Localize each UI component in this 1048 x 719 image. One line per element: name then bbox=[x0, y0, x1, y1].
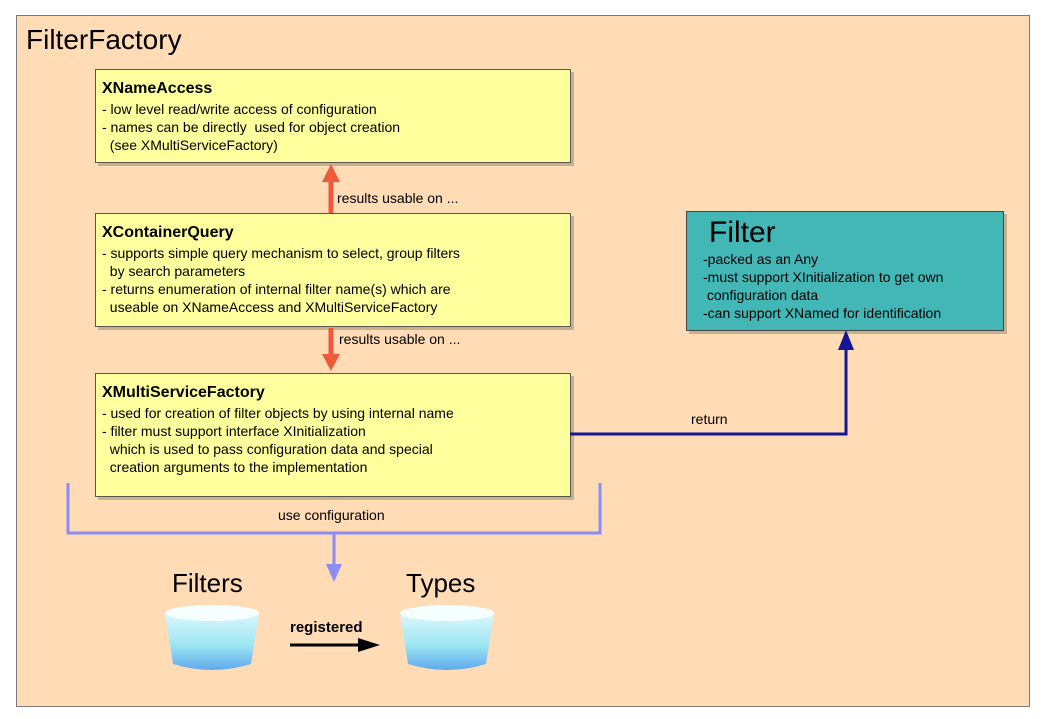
xmultiservicefactory-line: creation arguments to the implementation bbox=[102, 459, 368, 475]
frame-title: FilterFactory bbox=[26, 24, 182, 55]
registered-arrow bbox=[290, 638, 380, 652]
return-arrow bbox=[570, 330, 854, 436]
types-store-label: Types bbox=[406, 568, 476, 598]
filters-store-label: Filters bbox=[172, 568, 243, 598]
xcontainerquery-line: useable on XNameAccess and XMultiService… bbox=[102, 299, 438, 315]
filter-line: -packed as an Any bbox=[703, 251, 819, 267]
xcontainerquery-line: by search parameters bbox=[102, 263, 246, 279]
return-label: return bbox=[691, 411, 728, 427]
results-usable-label-upper: results usable on ... bbox=[337, 190, 459, 206]
filter-line: -must support XInitialization to get own bbox=[703, 269, 944, 285]
xcontainerquery-box: XContainerQuery - supports simple query … bbox=[95, 213, 571, 327]
use-configuration-label: use configuration bbox=[278, 507, 385, 523]
configuration-bracket bbox=[66, 483, 602, 582]
xcontainerquery-line: - returns enumeration of internal filter… bbox=[102, 281, 451, 297]
filter-line: -can support XNamed for identification bbox=[703, 305, 942, 321]
xmultiservicefactory-line: - filter must support interface XInitial… bbox=[102, 423, 366, 439]
filter-line: configuration data bbox=[703, 287, 819, 303]
xnameaccess-title: XNameAccess bbox=[102, 80, 213, 97]
xmultiservicefactory-title: XMultiServiceFactory bbox=[102, 384, 265, 401]
xmultiservicefactory-line: which is used to pass configuration data… bbox=[102, 441, 433, 457]
xmultiservicefactory-box: XMultiServiceFactory - used for creation… bbox=[95, 373, 571, 497]
xmultiservicefactory-line: - used for creation of filter objects by… bbox=[102, 405, 454, 421]
filter-box: Filter -packed as an Any -must support X… bbox=[686, 211, 1004, 331]
results-arrow-upper bbox=[322, 164, 340, 213]
xnameaccess-line: - low level read/write access of configu… bbox=[102, 101, 377, 117]
results-arrow-lower bbox=[322, 328, 340, 371]
xcontainerquery-title: XContainerQuery bbox=[102, 224, 234, 241]
xnameaccess-box: XNameAccess - low level read/write acces… bbox=[95, 69, 571, 163]
filter-title: Filter bbox=[709, 216, 776, 249]
xnameaccess-line: - names can be directly used for object … bbox=[102, 119, 401, 135]
filters-store-icon bbox=[165, 605, 259, 670]
types-store-icon bbox=[400, 605, 494, 670]
xcontainerquery-line: - supports simple query mechanism to sel… bbox=[102, 245, 460, 261]
registered-label: registered bbox=[290, 619, 363, 636]
xnameaccess-line: (see XMultiServiceFactory) bbox=[102, 137, 278, 153]
results-usable-label-lower: results usable on ... bbox=[339, 331, 461, 347]
